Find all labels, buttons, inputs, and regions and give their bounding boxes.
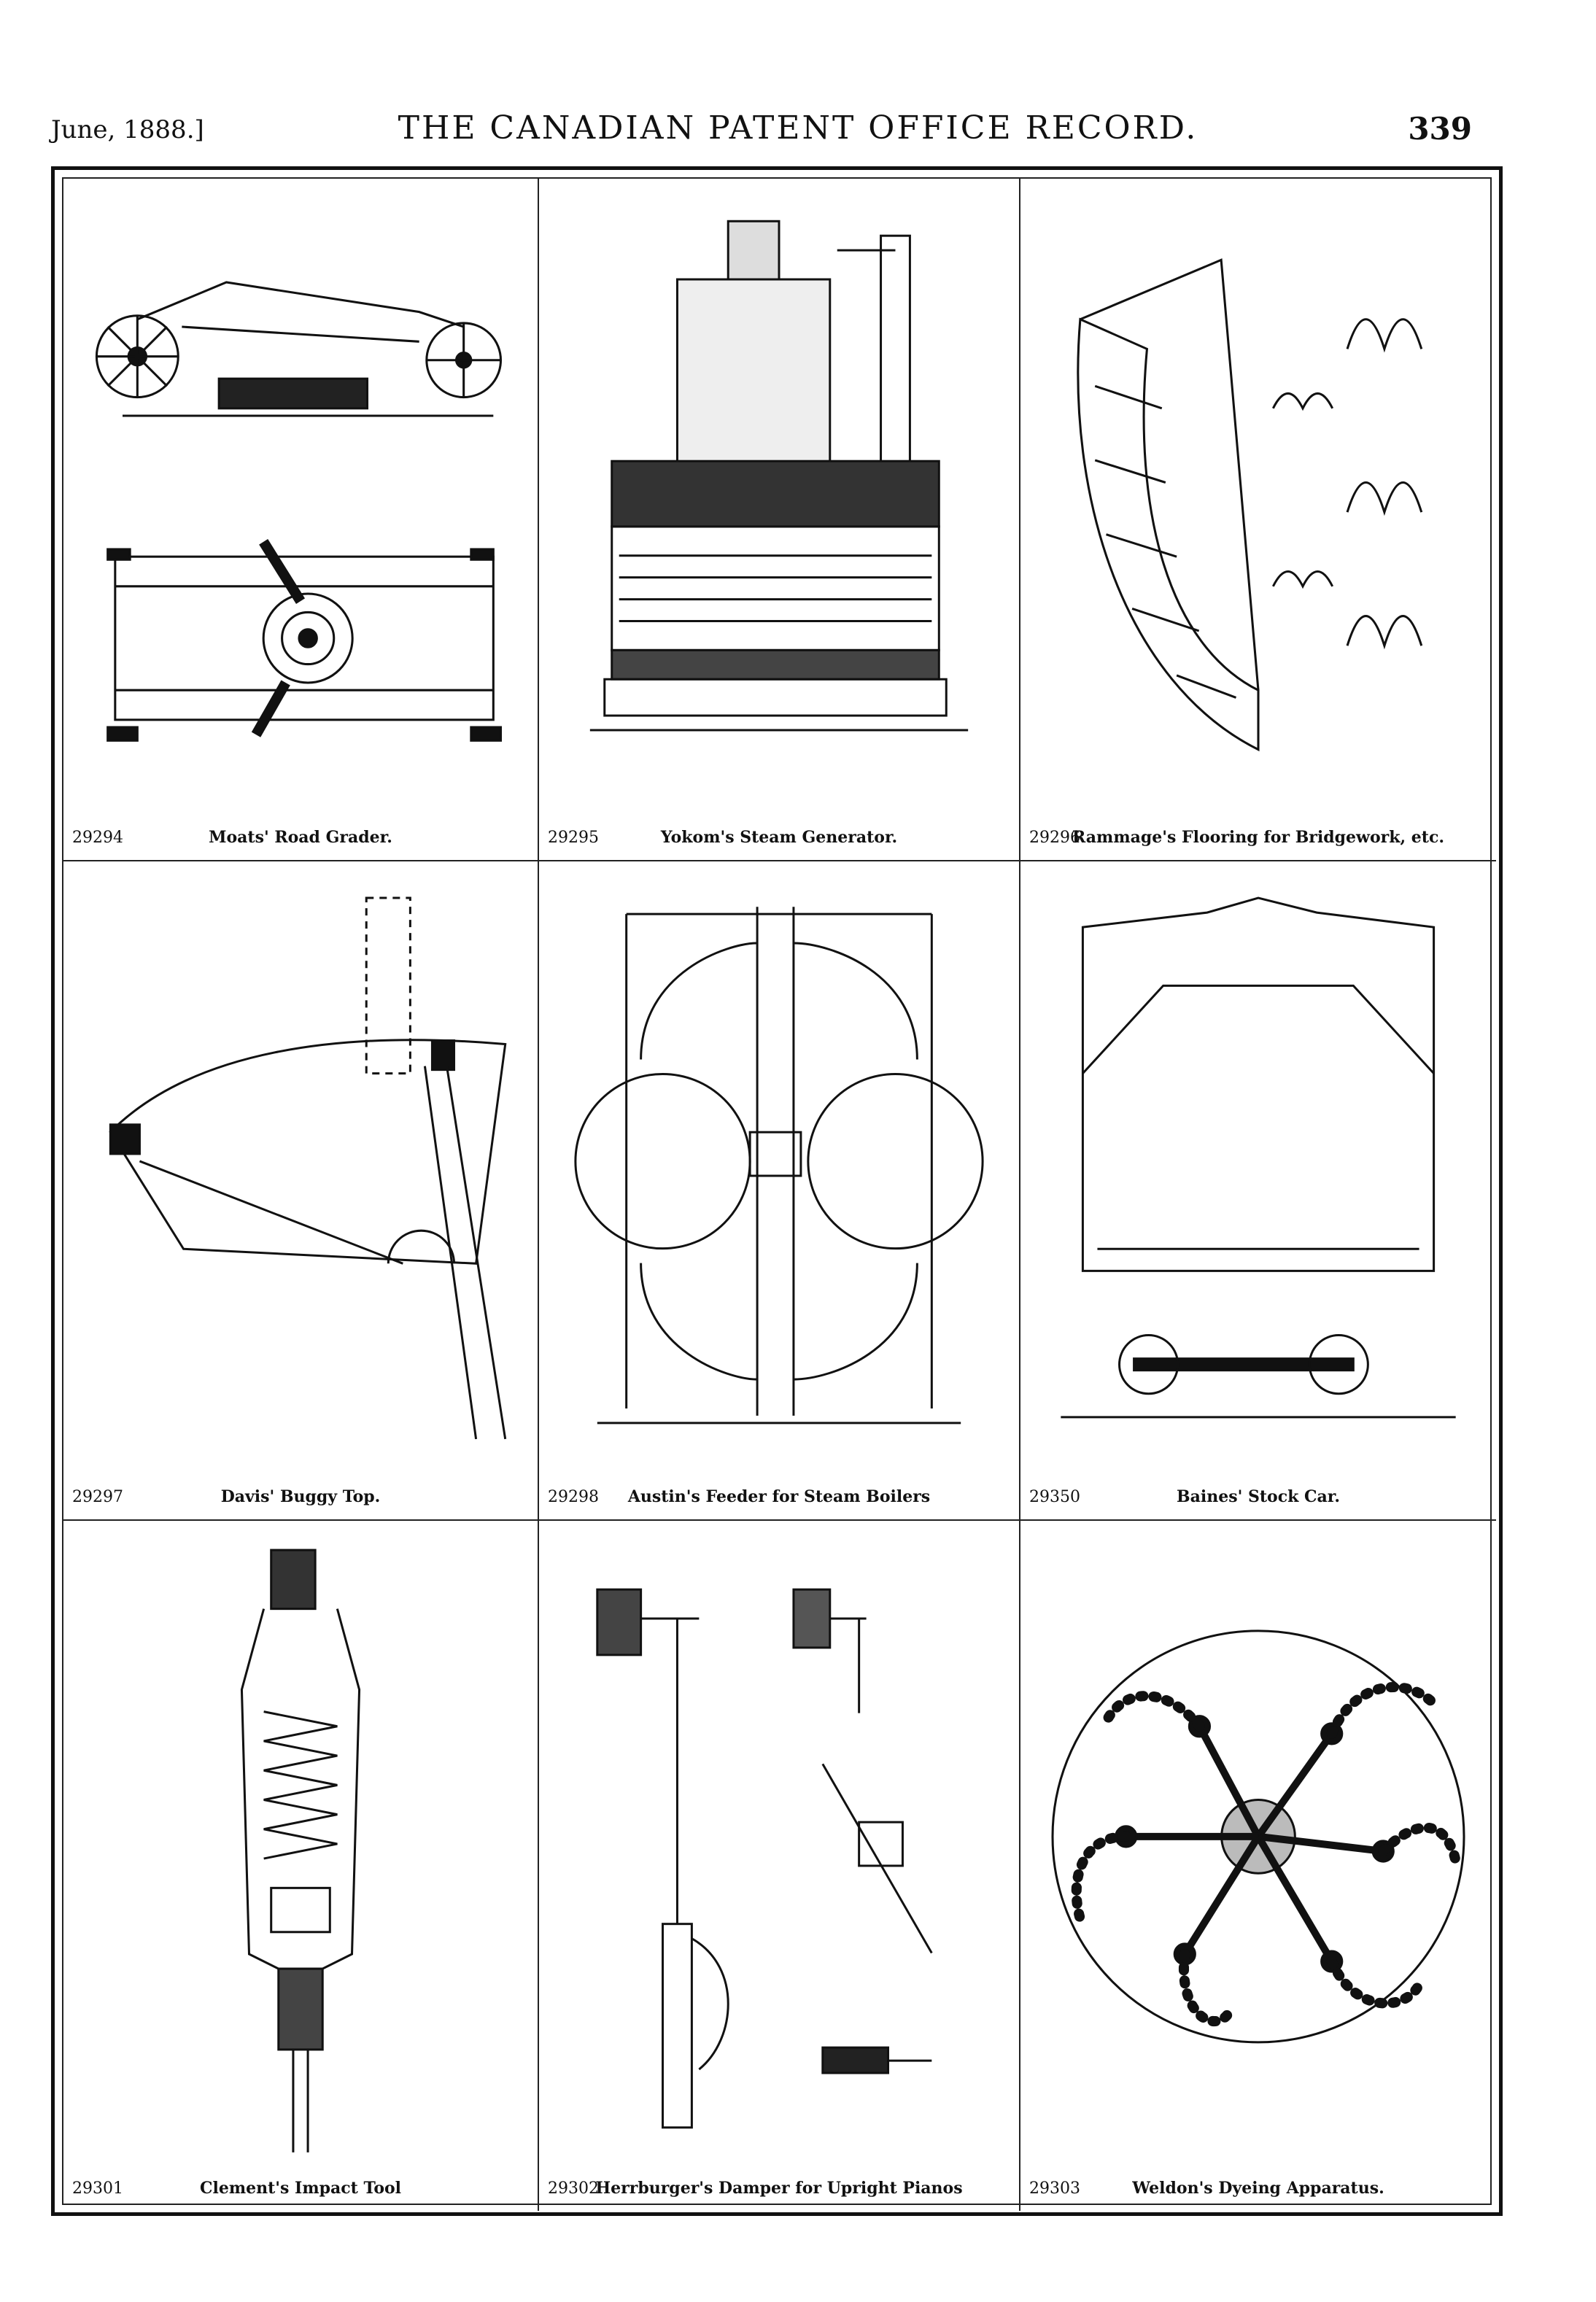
figure-title: Weldon's Dyeing Apparatus. — [1132, 2179, 1384, 2198]
dyeing-apparatus-illustration — [1035, 1543, 1481, 2160]
figure-frame: 29294 Moats' Road Grader. — [51, 166, 1503, 2216]
figure-title: Herrburger's Damper for Upright Pianos — [595, 2179, 963, 2198]
figure-title: Yokom's Steam Generator. — [660, 828, 898, 847]
figure-cell-steam-generator: 29295 Yokom's Steam Generator. — [539, 179, 1020, 861]
header-title: THE CANADIAN PATENT OFFICE RECORD. — [398, 109, 1198, 147]
figure-cell-flooring: 29296 Rammage's Flooring for Bridgework,… — [1020, 179, 1496, 861]
header-date: June, 1888.] — [51, 115, 204, 144]
figure-title: Davis' Buggy Top. — [220, 1487, 381, 1506]
figure-frame-inner: 29294 Moats' Road Grader. — [62, 177, 1496, 2211]
patent-number: 29302 — [548, 2179, 599, 2198]
stock-car-illustration — [1035, 883, 1481, 1468]
figure-caption: 29298 Austin's Feeder for Steam Boilers — [539, 1481, 1019, 1506]
figure-caption: 29303 Weldon's Dyeing Apparatus. — [1020, 2173, 1496, 2198]
figure-cell-dyeing-apparatus: 29303 Weldon's Dyeing Apparatus. — [1020, 1521, 1496, 2211]
figure-caption: 29294 Moats' Road Grader. — [63, 822, 538, 847]
patent-number: 29297 — [72, 1488, 123, 1506]
patent-number: 29298 — [548, 1488, 599, 1506]
patent-number: 29303 — [1029, 2179, 1080, 2198]
patent-number: 29296 — [1029, 829, 1080, 847]
figure-caption: 29302 Herrburger's Damper for Upright Pi… — [539, 2173, 1019, 2198]
figure-caption: 29301 Clement's Impact Tool — [63, 2173, 538, 2198]
figure-cell-piano-damper: 29302 Herrburger's Damper for Upright Pi… — [539, 1521, 1020, 2211]
figure-title: Rammage's Flooring for Bridgework, etc. — [1072, 828, 1444, 847]
road-grader-illustration — [78, 201, 523, 809]
figure-caption: 29350 Baines' Stock Car. — [1020, 1481, 1496, 1506]
page-number: 339 — [1408, 111, 1472, 147]
figure-grid: 29294 Moats' Road Grader. — [63, 179, 1496, 2211]
impact-tool-illustration — [78, 1543, 523, 2160]
page-header: June, 1888.] THE CANADIAN PATENT OFFICE … — [0, 109, 1596, 153]
figure-cell-feeder: 29298 Austin's Feeder for Steam Boilers — [539, 861, 1020, 1521]
figure-title: Baines' Stock Car. — [1177, 1487, 1340, 1506]
patent-number: 29295 — [548, 829, 599, 847]
figure-cell-stock-car: 29350 Baines' Stock Car. — [1020, 861, 1496, 1521]
figure-title: Austin's Feeder for Steam Boilers — [627, 1487, 931, 1506]
buggy-top-illustration — [78, 883, 523, 1468]
piano-damper-illustration — [554, 1543, 1004, 2160]
feeder-illustration — [554, 883, 1004, 1468]
figure-cell-buggy-top: 29297 Davis' Buggy Top. — [63, 861, 539, 1521]
patent-number: 29301 — [72, 2179, 123, 2198]
figure-cell-impact-tool: 29301 Clement's Impact Tool — [63, 1521, 539, 2211]
figure-caption: 29295 Yokom's Steam Generator. — [539, 822, 1019, 847]
flooring-illustration — [1035, 201, 1481, 809]
figure-title: Moats' Road Grader. — [209, 828, 392, 847]
figure-cell-road-grader: 29294 Moats' Road Grader. — [63, 179, 539, 861]
figure-caption: 29297 Davis' Buggy Top. — [63, 1481, 538, 1506]
steam-generator-illustration — [554, 201, 1004, 809]
figure-title: Clement's Impact Tool — [199, 2179, 402, 2198]
patent-number: 29294 — [72, 829, 123, 847]
patent-number: 29350 — [1029, 1488, 1080, 1506]
figure-caption: 29296 Rammage's Flooring for Bridgework,… — [1020, 822, 1496, 847]
